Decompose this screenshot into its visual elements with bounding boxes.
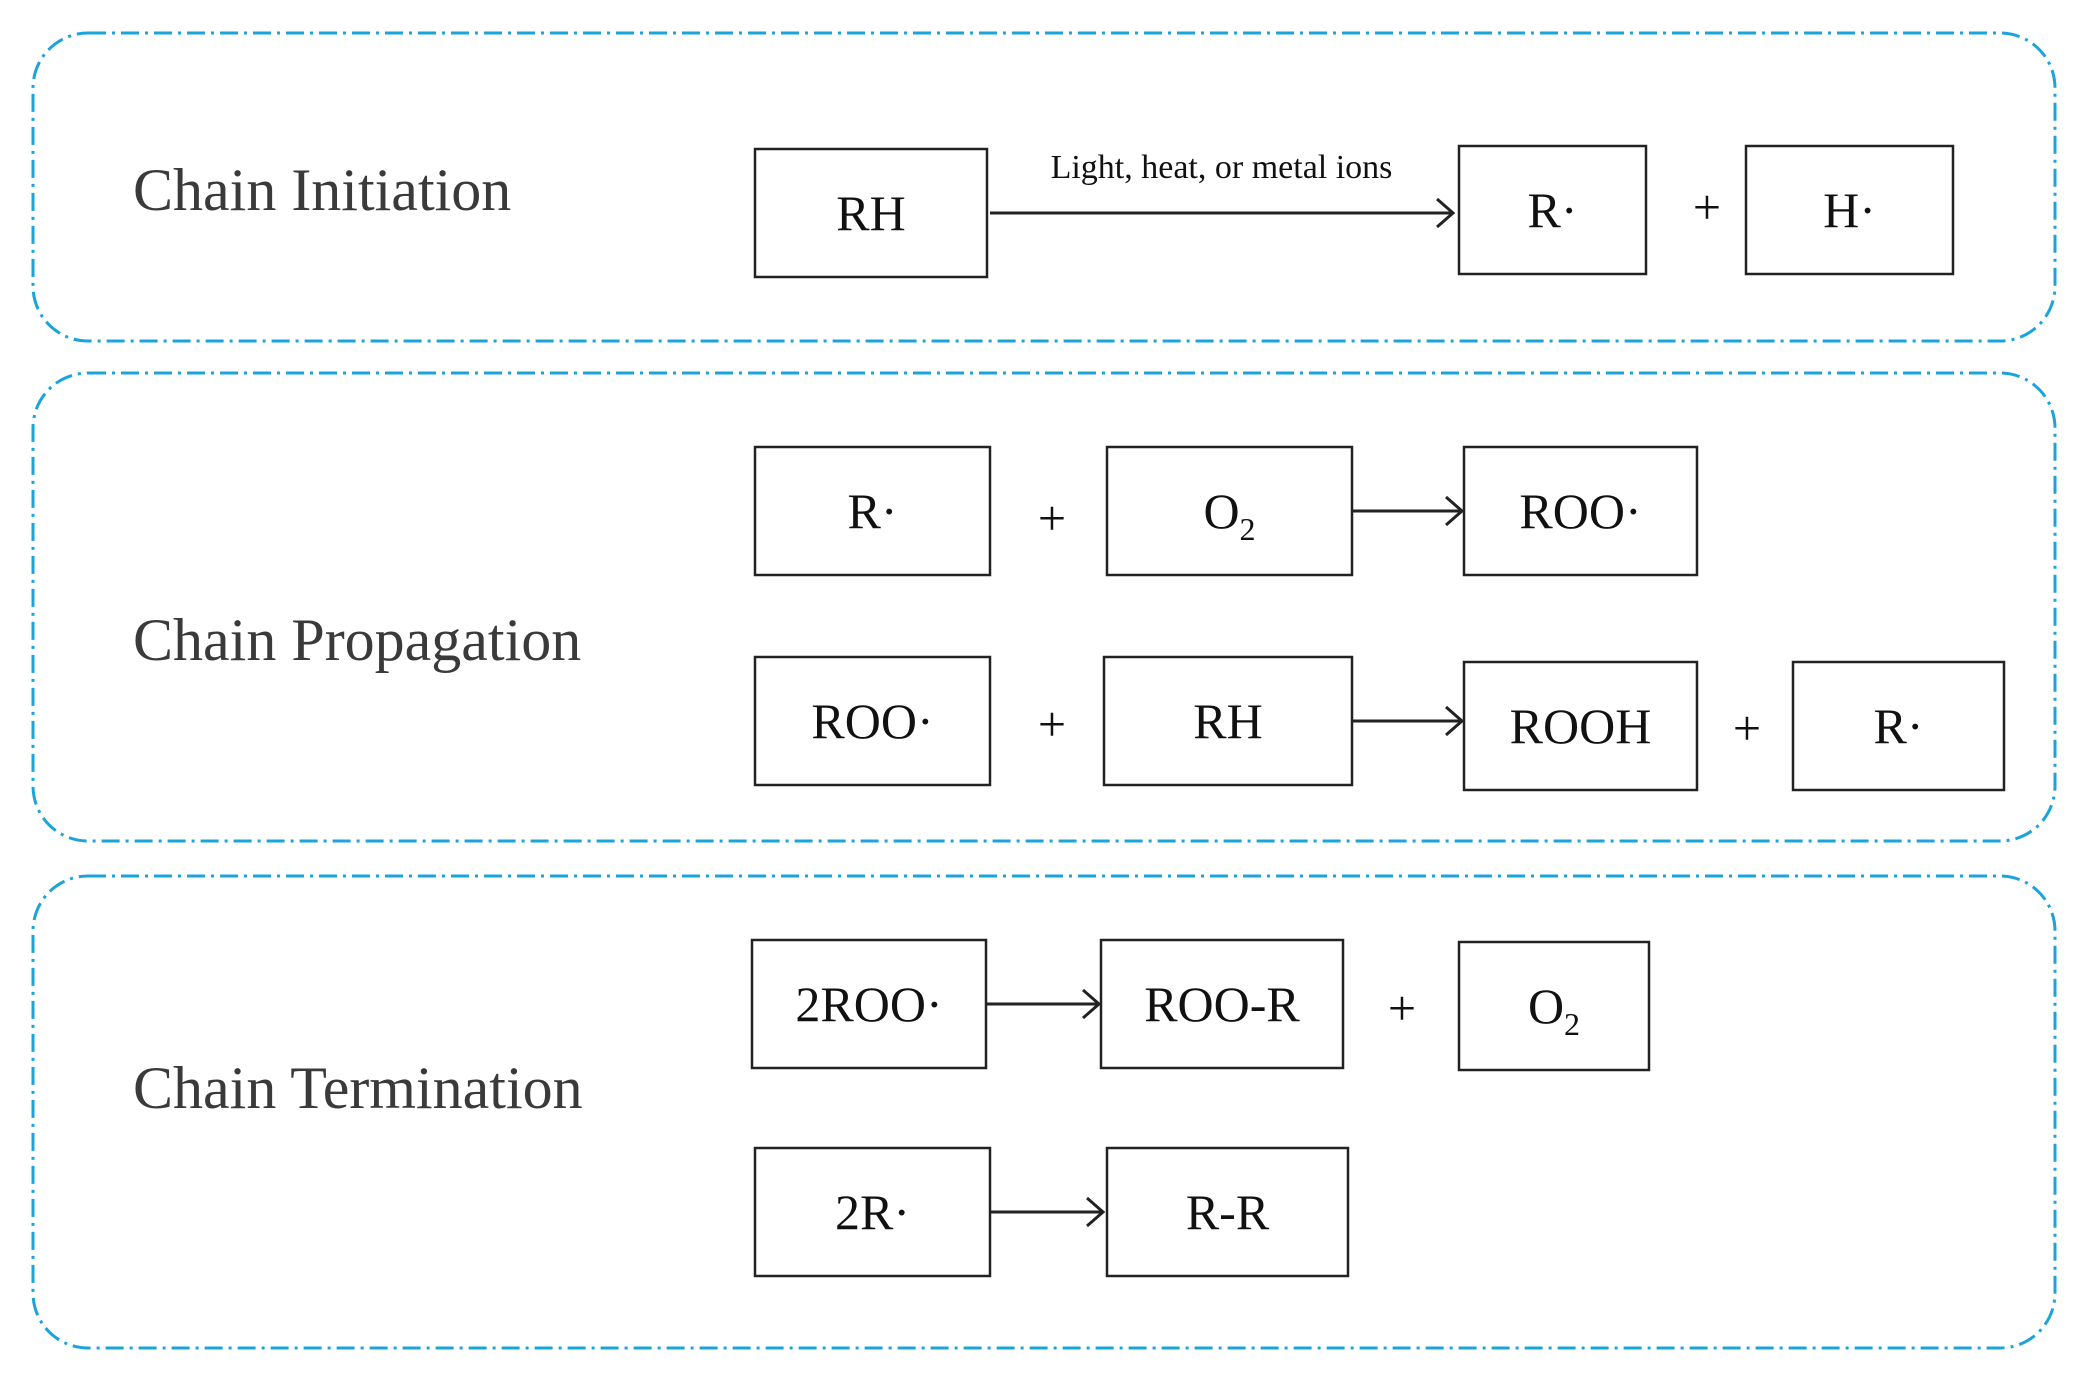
species-box: O2 [1105,445,1354,577]
reaction: 2ROO· ROO-R + O2 [750,938,1651,1072]
species-formula: R· [848,483,898,539]
species-box-border [1105,1146,1350,1278]
species-label: ROO-R [1144,976,1300,1032]
arrow-head-icon [1445,495,1465,527]
species-box-border [753,147,989,279]
species-label: R· [848,483,898,539]
species-box-border [1744,144,1955,276]
species-label: O2 [1203,483,1255,547]
species-formula: R-R [1186,1184,1270,1240]
stage-1: Chain Initiation RH Light, heat, or metal … [31,31,2057,343]
reaction-arrow [1352,495,1465,527]
species-box-border [750,938,988,1070]
plus-sign: + [1693,179,1721,235]
stage-panel-border [31,874,2057,1350]
reaction: ROO· + RH ROOH + R· [753,655,2006,792]
species-box: RH [1102,655,1354,787]
species-box: H· [1744,144,1955,276]
species-label: H· [1823,182,1876,238]
species-label: ROO· [1519,483,1641,539]
species-formula: 2R· [835,1184,910,1240]
species-formula: O [1528,978,1564,1034]
species-label: ROOH [1510,698,1652,754]
species-box: ROOH [1462,660,1699,792]
species-box-border [1102,655,1354,787]
stage-3: Chain Termination 2ROO· ROO-R + O2 2R· R-R [31,874,2057,1350]
species-box: 2ROO· [750,938,988,1070]
species-box-border [1462,660,1699,792]
species-box-border [753,655,992,787]
species-box-border [1099,938,1345,1070]
species-formula: ROO· [811,693,933,749]
reaction-arrow: Light, heat, or metal ions [990,149,1456,229]
arrow-head-icon [1436,197,1456,229]
arrow-head-icon [1082,988,1102,1020]
species-label: RH [1193,693,1262,749]
reaction-arrow [986,988,1102,1020]
species-box: R· [1791,660,2006,792]
plus-sign: + [1038,490,1066,546]
species-label: O2 [1528,978,1580,1042]
species-formula: 2ROO· [795,976,942,1032]
species-formula: ROO· [1519,483,1641,539]
species-box: RH [753,147,989,279]
species-label: R-R [1186,1184,1270,1240]
species-formula: ROO-R [1144,976,1300,1032]
arrow-head-icon [1086,1196,1106,1228]
reaction-arrow [1352,705,1465,737]
species-box: R-R [1105,1146,1350,1278]
species-label: ROO· [811,693,933,749]
species-box-border [1462,445,1699,577]
species-box: R· [753,445,992,577]
stage-label: Chain Termination [133,1055,583,1121]
species-subscript: 2 [1240,511,1256,547]
species-formula: R· [1874,698,1924,754]
species-box-border [1791,660,2006,792]
species-subscript: 2 [1564,1006,1580,1042]
species-box-border [1457,144,1648,276]
species-formula: R· [1528,182,1578,238]
species-box-border [753,445,992,577]
species-box: R· [1457,144,1648,276]
species-formula: H· [1823,182,1876,238]
plus-sign: + [1388,980,1416,1036]
stage-label: Chain Initiation [133,157,511,223]
reaction: 2R· R-R [753,1146,1350,1278]
species-box: 2R· [753,1146,992,1278]
species-formula: ROOH [1510,698,1652,754]
species-box: ROO· [1462,445,1699,577]
species-label: R· [1874,698,1924,754]
plus-sign: + [1733,700,1761,756]
species-label: R· [1528,182,1578,238]
species-formula: O [1203,483,1239,539]
species-box: ROO· [753,655,992,787]
stage-label: Chain Propagation [133,607,581,673]
stage-panel-border [31,31,2057,343]
reaction: R· + O2 ROO· [753,445,1699,577]
species-label: RH [836,185,905,241]
species-box: O2 [1457,940,1651,1072]
species-label: 2ROO· [795,976,942,1032]
species-label: 2R· [835,1184,910,1240]
reaction-arrow [990,1196,1106,1228]
arrow-head-icon [1445,705,1465,737]
species-formula: RH [836,185,905,241]
plus-sign: + [1038,696,1066,752]
species-box-border [753,1146,992,1278]
species-formula: RH [1193,693,1262,749]
species-box: ROO-R [1099,938,1345,1070]
arrow-condition-label: Light, heat, or metal ions [1051,149,1393,186]
species-box-border [1457,940,1651,1072]
